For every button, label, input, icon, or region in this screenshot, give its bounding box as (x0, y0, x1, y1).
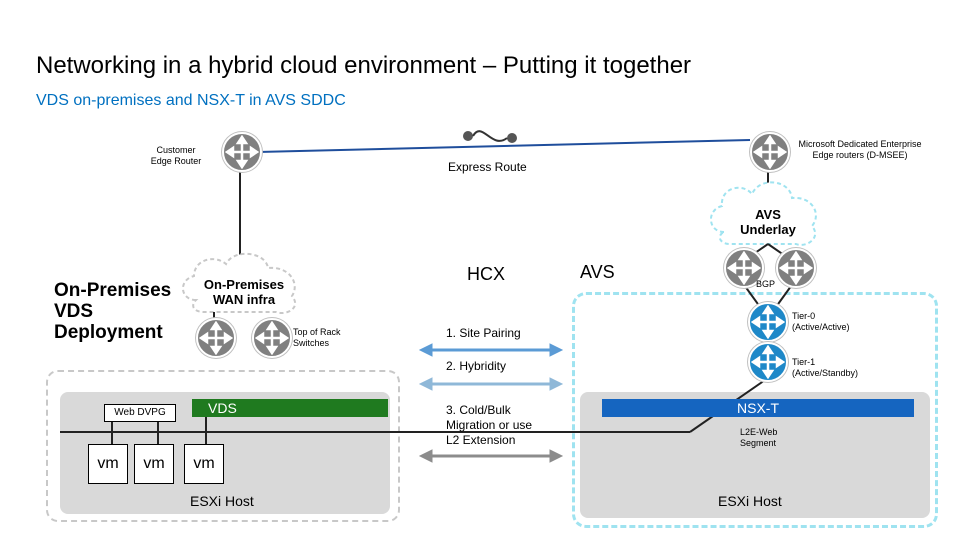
on-premises-wan-label: On-Premises WAN infra (203, 277, 285, 307)
avs-underlay-cloud (710, 181, 817, 246)
customer-edge-router-icon (222, 132, 262, 172)
tor-switch-right-icon (252, 318, 292, 358)
vm-1: vm (88, 444, 128, 484)
customer-edge-router-label: Customer Edge Router (150, 145, 202, 166)
tier1-label: Tier-1 (Active/Standby) (792, 357, 859, 378)
avs-router-left-icon (724, 248, 764, 288)
tier0-label: Tier-0 (Active/Active) (792, 311, 850, 332)
hybridity-label: 2. Hybridity (446, 359, 507, 373)
on-premises-container (46, 370, 400, 522)
web-dvpg-portgroup: Web DVPG (104, 404, 176, 422)
on-premises-wan-cloud (182, 252, 297, 314)
site-pairing-arrow (418, 343, 564, 357)
l2e-segment-label: L2E-Web Segment (740, 427, 778, 448)
express-route-line (257, 139, 751, 153)
bgp-label: BGP (756, 279, 776, 289)
tor-switch-left-icon (196, 318, 236, 358)
msee-label: Microsoft Dedicated Enterprise Edge rout… (798, 139, 922, 160)
avs-router-right-icon (776, 248, 816, 288)
hcx-label: HCX (467, 264, 506, 284)
avs-label: AVS (580, 262, 615, 282)
tier1-router-icon (748, 342, 788, 382)
avs-underlay-label: AVS Underlay (740, 207, 796, 237)
vm-3: vm (184, 444, 224, 484)
on-premises-deployment-label: On-Premises VDS Deployment (54, 280, 172, 343)
migration-arrow (418, 449, 564, 463)
esxi-host-right-label: ESXi Host (718, 493, 782, 509)
site-pairing-label: 1. Site Pairing (446, 326, 521, 340)
nsx-t-bar: NSX-T (602, 399, 914, 417)
vds-bar: VDS (192, 399, 388, 417)
vm-2: vm (134, 444, 174, 484)
esxi-host-left-label: ESXi Host (190, 493, 254, 509)
migration-label: 3. Cold/Bulk Migration or use L2 Extensi… (446, 403, 533, 447)
page-title: Networking in a hybrid cloud environment… (36, 52, 692, 79)
hybridity-arrow (418, 377, 564, 391)
top-of-rack-label: Top of Rack Switches (293, 327, 341, 348)
tier0-router-icon (748, 302, 788, 342)
express-route-icon (463, 130, 517, 143)
msee-router-icon (750, 132, 790, 172)
avs-container (572, 292, 938, 528)
page-subtitle: VDS on-premises and NSX-T in AVS SDDC (36, 92, 346, 109)
express-route-label: Express Route (448, 160, 527, 174)
